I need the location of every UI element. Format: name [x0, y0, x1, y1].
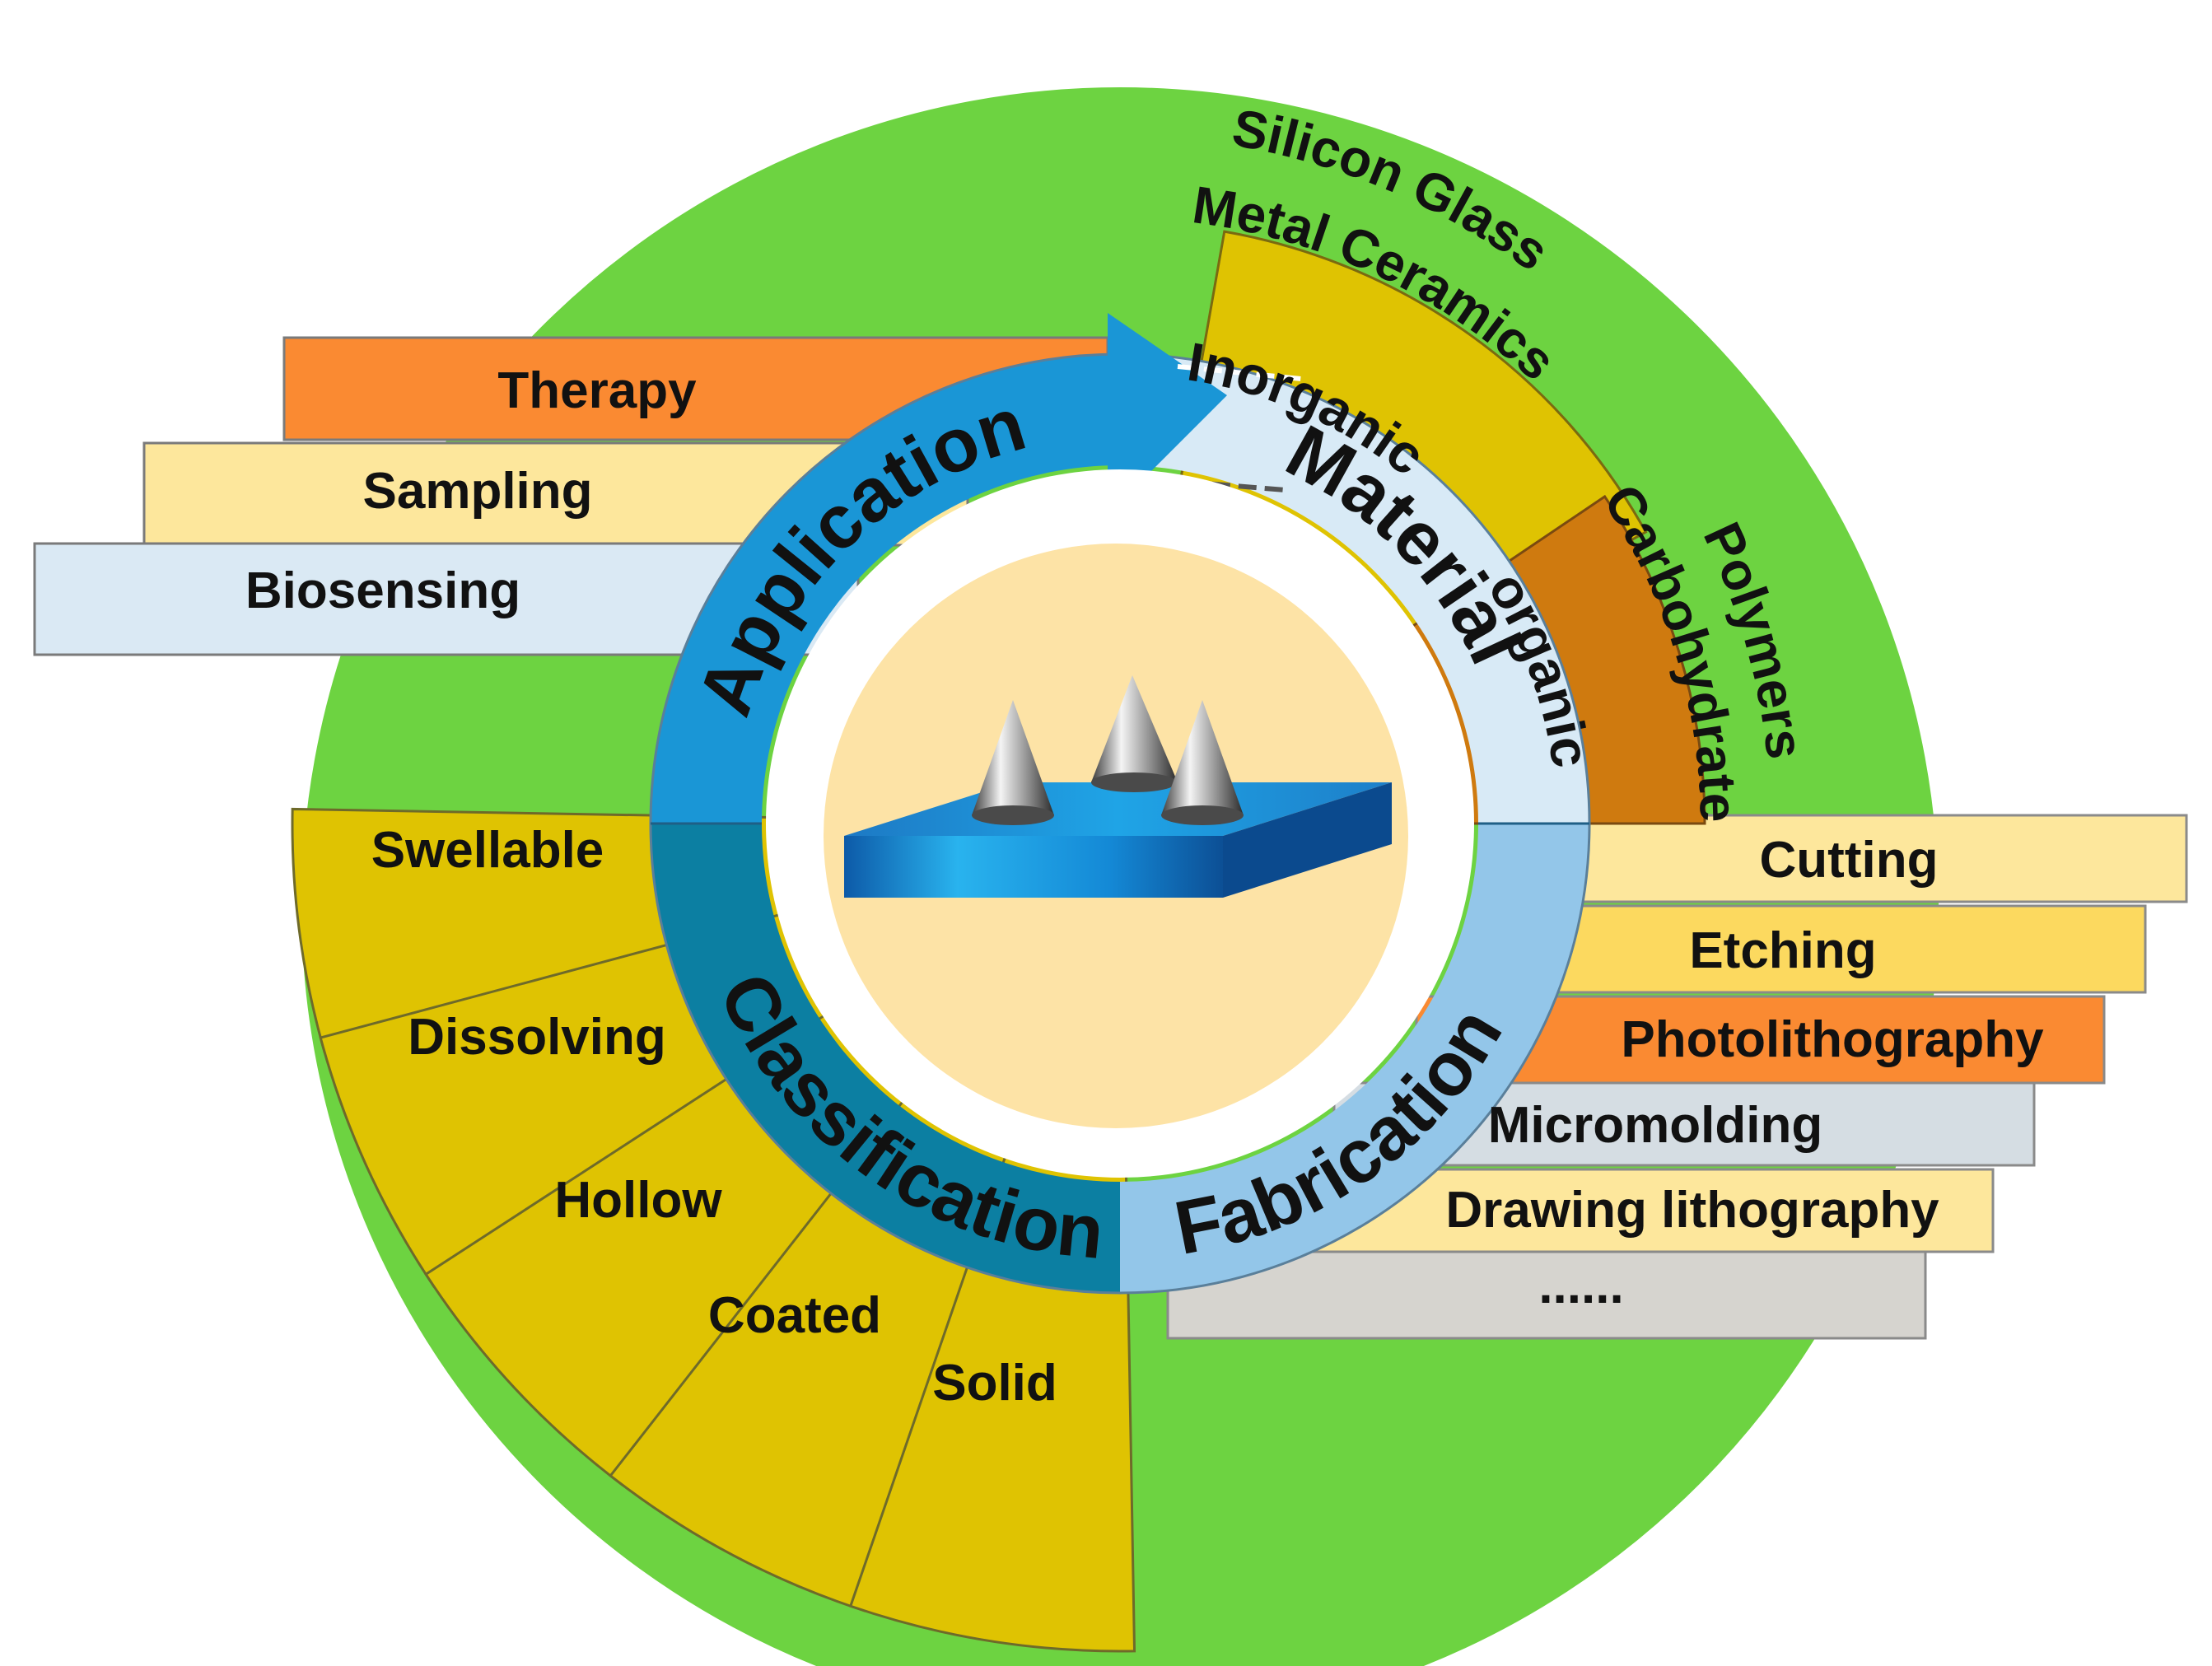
ring-material [1120, 354, 1589, 824]
ring-classification [651, 824, 1120, 1293]
fabrication-item-photolithography: Photolithography [1621, 1011, 2044, 1068]
ring-fabrication [1120, 824, 1589, 1293]
fabrication-item-drawing-lithography: Drawing lithography [1445, 1182, 1939, 1239]
bar-ellipsis[interactable] [1166, 1250, 1927, 1340]
classification-item-swellable: Swellable [371, 822, 604, 879]
needle-1 [972, 700, 1054, 825]
bar-cutting[interactable] [1530, 814, 2188, 903]
classification-item-dissolving: Dissolving [408, 1009, 666, 1066]
patch-side-face [1223, 782, 1392, 898]
fabrication-item-etching: Etching [1689, 922, 1876, 979]
classification-item-coated: Coated [708, 1287, 881, 1344]
fabrication-item-ellipsis: ...... [1538, 1258, 1623, 1314]
fabrication-item-cutting: Cutting [1760, 832, 1939, 889]
classification-item-hollow: Hollow [554, 1172, 722, 1229]
application-item-therapy: Therapy [497, 362, 697, 419]
bar-etching[interactable] [1481, 904, 2147, 994]
application-item-sampling: Sampling [362, 463, 592, 520]
needle-3 [1161, 700, 1244, 825]
patch-front-face [844, 836, 1223, 898]
microneedle-patch-illustration [844, 675, 1392, 898]
ring-application [651, 354, 1120, 824]
application-arrow-head [1108, 313, 1227, 515]
fabrication-item-micromolding: Micromolding [1488, 1097, 1822, 1154]
application-item-biosensing: Biosensing [245, 562, 520, 619]
needle-2 [1091, 675, 1178, 792]
classification-item-solid: Solid [932, 1355, 1057, 1412]
